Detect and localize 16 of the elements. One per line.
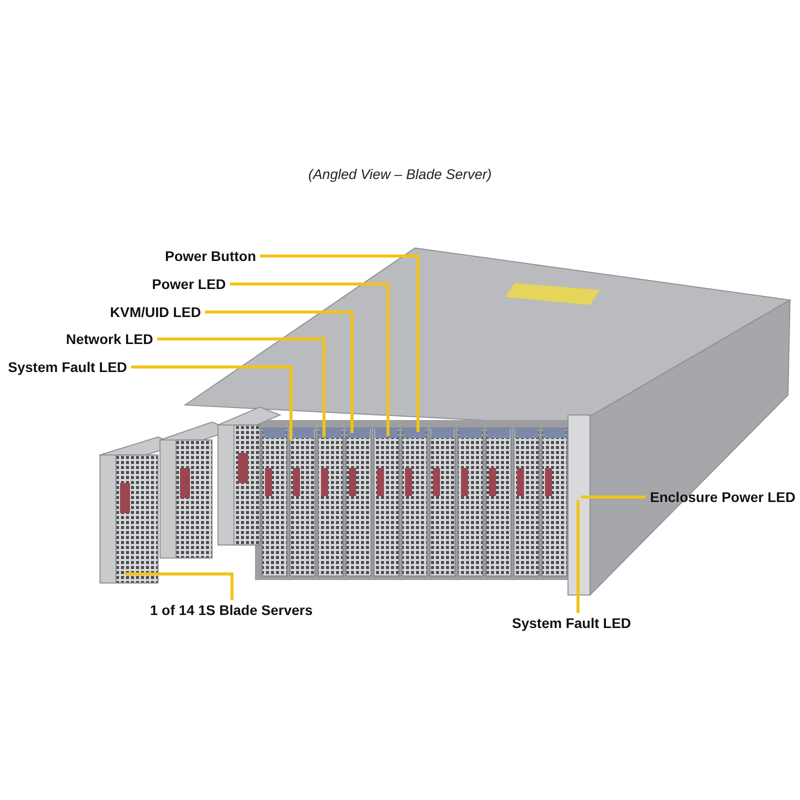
leader-line — [157, 338, 326, 437]
leader-line — [205, 310, 354, 433]
callout-label: System Fault LED — [8, 359, 128, 375]
leader-line — [230, 282, 390, 436]
leader-line — [131, 366, 292, 440]
leader-line — [576, 500, 580, 613]
callout-label: KVM/UID LED — [110, 304, 201, 320]
callout-label: 1 of 14 1S Blade Servers — [150, 602, 313, 618]
view-caption: (Angled View – Blade Server) — [307, 166, 493, 182]
callout-label: Network LED — [66, 331, 154, 347]
leader-line — [581, 496, 646, 498]
callout-label: Power LED — [152, 276, 226, 292]
callout-label: Power Button — [165, 248, 256, 264]
callout-label: System Fault LED — [512, 615, 632, 631]
leader-line — [125, 572, 234, 600]
leader-line — [260, 254, 420, 432]
